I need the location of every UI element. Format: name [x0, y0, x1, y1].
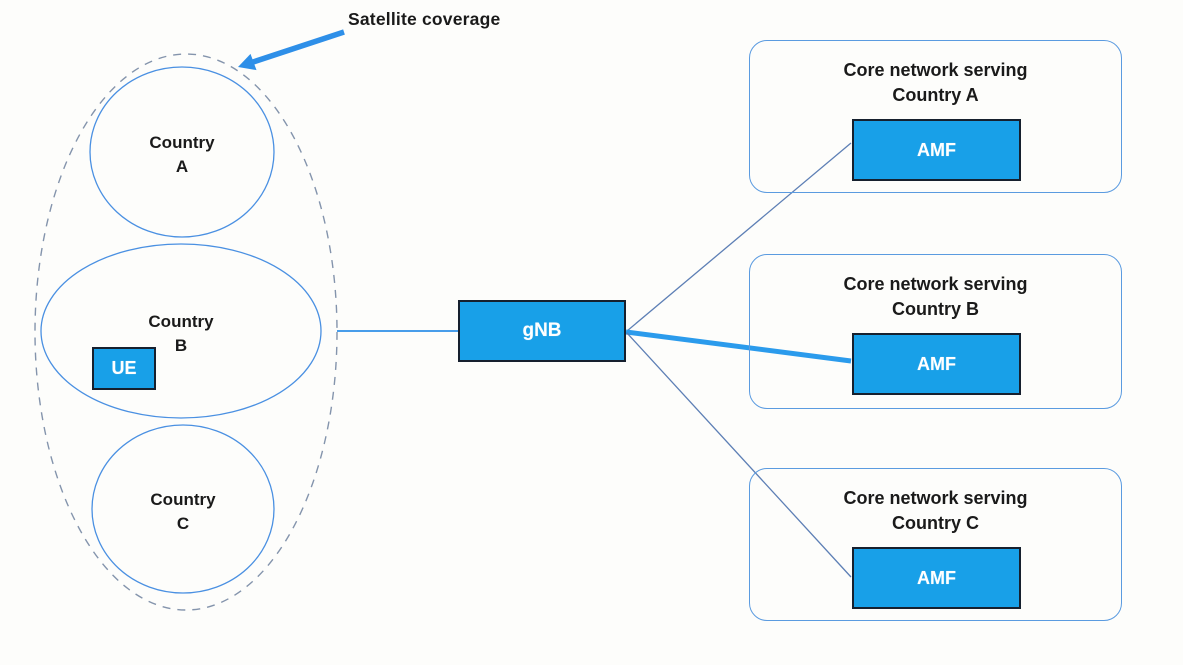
core-network-b-box: Core network serving Country B AMF: [749, 254, 1122, 409]
gnb-node: gNB: [458, 300, 626, 362]
country-c-outline: [91, 424, 275, 594]
core-network-a-title: Core network serving Country A: [843, 60, 1028, 105]
amf-a-node: AMF: [852, 119, 1021, 181]
core-network-c-title: Core network serving Country C: [843, 488, 1028, 533]
satellite-coverage-label: Satellite coverage: [348, 9, 501, 29]
country-a-outline: [89, 66, 275, 238]
link-gnb-amf-b: [625, 329, 852, 364]
amf-b-node: AMF: [852, 333, 1021, 395]
country-c-label: Country C: [150, 490, 216, 533]
country-a-label: Country A: [149, 133, 215, 176]
link-gnb-amf-c: [626, 332, 852, 578]
core-network-c-box: Core network serving Country C AMF: [749, 468, 1122, 621]
satellite-coverage-ellipse: [34, 53, 338, 611]
ue-node: UE: [92, 347, 156, 390]
country-b-outline: [40, 243, 322, 419]
core-network-b-title: Core network serving Country B: [843, 274, 1028, 319]
amf-c-node: AMF: [852, 547, 1021, 609]
satellite-coverage-arrow-line: [252, 29, 345, 65]
core-network-a-box: Core network serving Country A AMF: [749, 40, 1122, 193]
country-b-label: Country B: [148, 312, 214, 355]
link-gnb-amf-a: [626, 142, 852, 332]
satellite-coverage-arrowhead-icon: [238, 53, 257, 71]
